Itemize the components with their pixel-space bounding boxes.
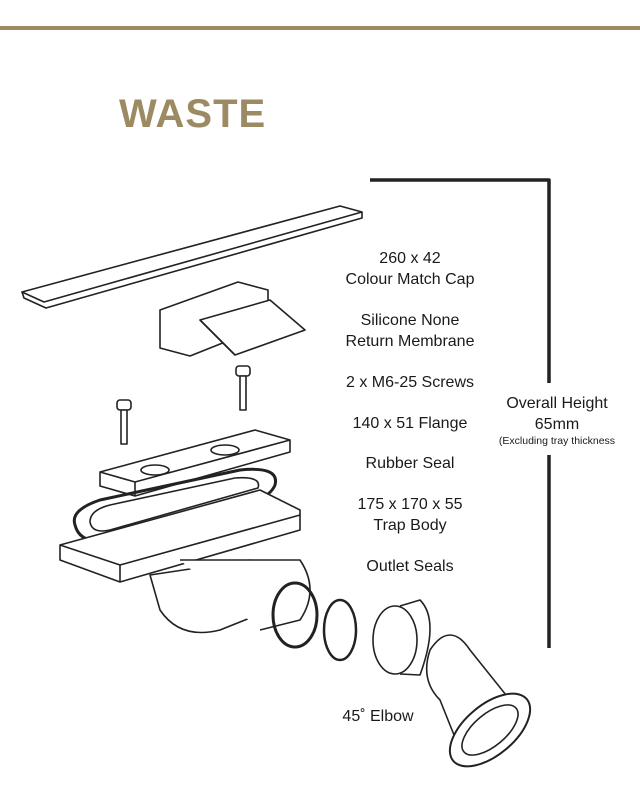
label-line: 140 x 51 Flange [352,415,468,432]
cap-drawing [21,205,363,309]
trap-body-drawing [59,489,311,634]
elbow-drawing [372,599,532,768]
top-rule [0,26,640,30]
label-line: 260 x 42 [379,250,441,267]
screw-drawings [116,365,251,445]
label-line: 45˚ Elbow [342,708,414,725]
membrane-drawing [159,281,306,357]
label-line: 2 x M6-25 Screws [345,374,475,391]
height-value: 65mm [534,416,580,433]
label-line: Silicone None [360,312,460,329]
label-cap: 260 x 42 Colour Match Cap [300,248,520,290]
label-trap-body: 175 x 170 x 55 Trap Body [300,494,520,536]
label-flange: 140 x 51 Flange [300,413,520,434]
page-title: WASTE [119,92,267,136]
label-line: Colour Match Cap [345,271,475,288]
label-outlet-seals: Outlet Seals [300,556,520,577]
label-rubber-seal: Rubber Seal [300,453,520,474]
label-line: Trap Body [373,517,447,534]
outlet-seals-drawing [271,581,358,662]
label-elbow: 45˚ Elbow [268,706,488,727]
height-note: (Excluding tray thickness [498,435,616,447]
height-title: Overall Height [506,395,608,412]
label-screws: 2 x M6-25 Screws [300,372,520,393]
label-line: Return Membrane [345,333,475,350]
height-bracket [370,178,551,648]
label-line: Rubber Seal [365,455,455,472]
label-line: Outlet Seals [366,558,454,575]
label-line: 175 x 170 x 55 [357,496,463,513]
overall-height-label: Overall Height 65mm (Excluding tray thic… [482,393,632,447]
flange-drawing [99,429,291,497]
